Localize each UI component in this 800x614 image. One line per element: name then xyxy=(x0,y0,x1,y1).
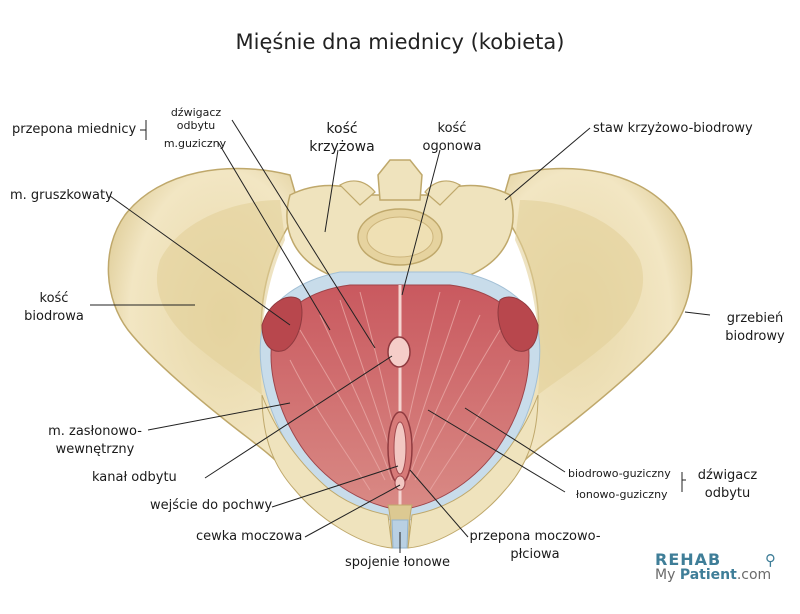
label-przepona-miednicy: przepona miednicy xyxy=(12,122,137,137)
brand-line2: My Patient.com xyxy=(655,567,772,583)
label-lonowo-guziczny: łonowo-guziczny xyxy=(576,488,668,501)
label-spojenie-lonowe: spojenie łonowe xyxy=(345,555,451,570)
sacral-wing-right xyxy=(424,180,461,206)
vertebral-body-inner xyxy=(366,216,434,258)
label-dzwigacz-odbytu-top: dźwigacz odbytu xyxy=(170,106,222,132)
label-grzebien-biodrowy: grzebień biodrowy xyxy=(725,311,785,344)
label-staw-krzyzowo-biodrowy: staw krzyżowo-biodrowy xyxy=(593,121,753,136)
label-kosc-biodrowa: kość biodrowa xyxy=(24,291,84,324)
left-iliac-fossa xyxy=(156,200,285,395)
label-przepona-moczowo-plciowa: przepona moczowo- płciowa xyxy=(469,529,601,562)
label-kosc-ogonowa: kość ogonowa xyxy=(422,121,482,154)
right-piriformis xyxy=(497,296,539,352)
diagram-title: Mięśnie dna miednicy (kobieta) xyxy=(235,30,565,54)
right-pubic-bone xyxy=(407,394,539,549)
label-kosc-krzyzowa: kość krzyżowa xyxy=(309,121,375,155)
label-m-gruszkowaty: m. gruszkowaty xyxy=(10,188,113,203)
label-wejscie-do-pochwy: wejście do pochwy xyxy=(150,498,273,513)
label-biodrowo-guziczny: biodrowo-guziczny xyxy=(568,467,671,480)
urethra xyxy=(394,475,406,491)
label-m-guziczny: m.guziczny xyxy=(163,137,227,150)
brand-line1: REHAB xyxy=(655,550,722,569)
sacral-wing-left xyxy=(339,180,376,206)
right-iliac-fossa xyxy=(515,200,644,395)
label-cewka-moczowa: cewka moczowa xyxy=(196,529,303,544)
label-m-zaslonowo-wewnetrzny: m. zasłonowo- wewnętrzny xyxy=(48,424,142,457)
left-piriformis xyxy=(261,296,303,352)
label-kanal-odbytu: kanał odbytu xyxy=(92,470,177,485)
lumbar-spinous-process xyxy=(377,159,423,201)
leader-lines xyxy=(90,119,711,553)
left-pubic-bone xyxy=(261,394,393,549)
label-dzwigacz-odbytu-right: dźwigacz odbytu xyxy=(697,468,758,501)
anal-canal xyxy=(387,336,411,368)
running-figure-icon: ⚲ xyxy=(765,551,776,569)
rehab-my-patient-logo: REHAB My Patient.com xyxy=(655,550,771,583)
